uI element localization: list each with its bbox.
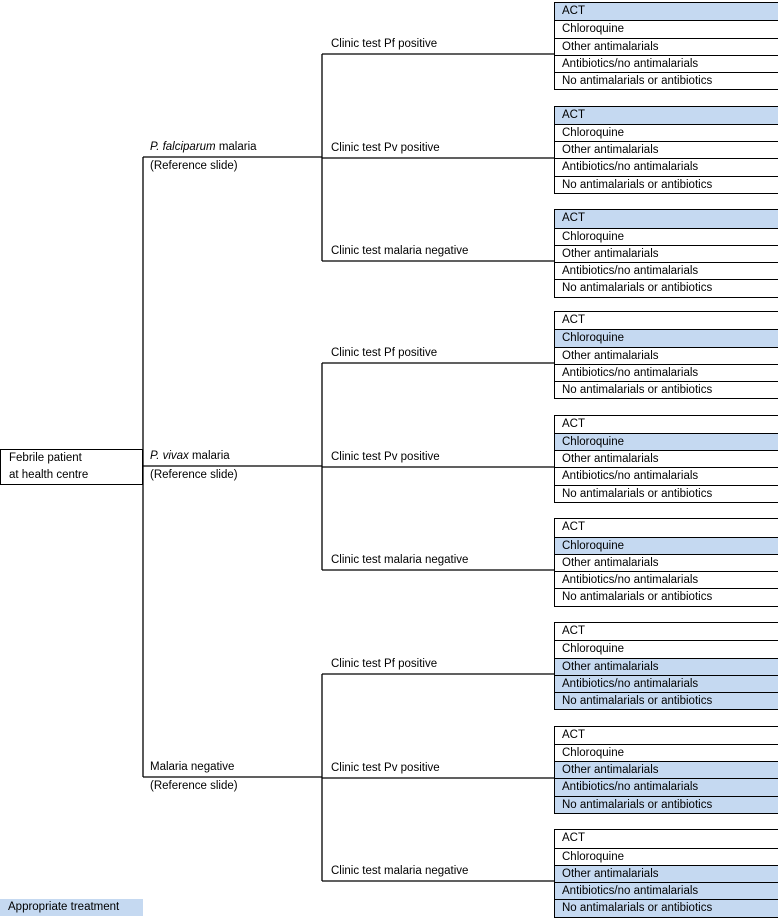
diagnosis-label-1-text: malaria: [188, 450, 230, 462]
clinic-test-label-1-1-text: Clinic test Pv positive: [331, 451, 440, 463]
treatment-cell: Other antimalarials: [555, 657, 778, 675]
diagnosis-label-2-text: Malaria negative: [150, 761, 235, 773]
treatment-cell: No antimalarials or antibiotics: [555, 795, 778, 813]
treatment-cell: Antibiotics/no antimalarials: [555, 778, 778, 796]
treatment-cell: Chloroquine: [555, 123, 778, 141]
diagnosis-label-0: P. falciparum malaria: [150, 139, 257, 156]
treatment-cell: Chloroquine: [555, 536, 778, 554]
treatment-cell: ACT: [562, 314, 585, 326]
treatment-cell: No antimalarials or antibiotics: [555, 692, 778, 710]
diagnosis-label-2: Malaria negative: [150, 759, 234, 776]
clinic-test-label-1-0: Clinic test Pf positive: [331, 345, 437, 362]
treatment-cell: Other antimalarials: [555, 450, 778, 467]
clinic-test-label-0-2: Clinic test malaria negative: [331, 243, 468, 260]
treatment-cell: No antimalarials or antibiotics: [555, 588, 778, 605]
clinic-test-label-2-1-text: Clinic test Pv positive: [331, 762, 440, 774]
clinic-test-label-1-0-text: Clinic test Pf positive: [331, 347, 438, 359]
reference-note-2-text: (Reference slide): [150, 780, 238, 792]
treatment-cell: Other antimalarials: [555, 761, 778, 779]
treatment-cell: Antibiotics/no antimalarials: [555, 571, 778, 588]
clinic-test-label-2-0-text: Clinic test Pf positive: [331, 658, 438, 670]
treatment-cell: Antibiotics/no antimalarials: [555, 363, 778, 381]
reference-note-1-text: (Reference slide): [150, 469, 238, 481]
treatment-cell: Antibiotics/no antimalarials: [555, 882, 778, 900]
treatment-cell: Chloroquine: [555, 20, 778, 37]
treatment-cell: No antimalarials or antibiotics: [555, 72, 778, 89]
clinic-test-label-0-1: Clinic test Pv positive: [331, 140, 440, 157]
treatment-cell: ACT: [562, 521, 585, 534]
treatment-cell: No antimalarials or antibiotics: [555, 381, 778, 398]
treatment-cell: Antibiotics/no antimalarials: [555, 158, 778, 175]
clinic-test-label-2-1: Clinic test Pv positive: [331, 760, 440, 777]
treatment-cell: Other antimalarials: [555, 141, 778, 158]
legend-appropriate-treatment: Appropriate treatment: [0, 899, 143, 916]
clinic-test-label-0-1-text: Clinic test Pv positive: [331, 142, 440, 154]
root-label-line1: Febrile patient: [9, 452, 82, 464]
treatment-cell: No antimalarials or antibiotics: [555, 175, 778, 193]
reference-note-0: (Reference slide): [150, 158, 238, 175]
root-label-line2: at health centre: [9, 469, 89, 481]
clinic-test-label-1-2: Clinic test malaria negative: [331, 552, 468, 569]
treatment-cell: Chloroquine: [555, 847, 778, 865]
treatment-cell: Other antimalarials: [555, 346, 778, 364]
clinic-test-label-0-2-text: Clinic test malaria negative: [331, 245, 469, 257]
root-node-febrile-patient: Febrile patient at health centre: [0, 449, 143, 485]
clinic-test-label-2-2-text: Clinic test malaria negative: [331, 865, 469, 877]
treatment-cell: ACT: [555, 3, 778, 21]
reference-note-1: (Reference slide): [150, 467, 238, 484]
treatment-cell: No antimalarials or antibiotics: [555, 899, 778, 917]
treatment-cell: Other antimalarials: [555, 244, 778, 262]
treatment-cell: ACT: [555, 210, 778, 228]
treatment-cell: Chloroquine: [555, 743, 778, 761]
treatment-cell: Antibiotics/no antimalarials: [555, 674, 778, 692]
diagnosis-label-0-italic: P. falciparum: [150, 141, 216, 153]
treatment-cell: ACT: [562, 728, 585, 741]
treatment-cell: ACT: [562, 625, 585, 637]
reference-note-0-text: (Reference slide): [150, 160, 238, 172]
treatment-cell: ACT: [562, 417, 585, 430]
treatment-cell: Other antimalarials: [555, 553, 778, 571]
clinic-test-label-0-0-text: Clinic test Pf positive: [331, 38, 438, 50]
diagnosis-label-1-italic: P. vivax: [150, 450, 189, 462]
treatment-cell: No antimalarials or antibiotics: [555, 279, 778, 296]
diagnosis-label-1: P. vivax malaria: [150, 448, 230, 465]
treatment-cell: Other antimalarials: [555, 864, 778, 883]
treatment-cell: ACT: [555, 106, 778, 124]
treatment-cell: Chloroquine: [555, 329, 778, 347]
clinic-test-label-2-2: Clinic test malaria negative: [331, 863, 468, 880]
clinic-test-label-1-2-text: Clinic test malaria negative: [331, 554, 469, 566]
clinic-test-label-0-0: Clinic test Pf positive: [331, 36, 437, 53]
treatment-cell: Antibiotics/no antimalarials: [555, 467, 778, 484]
diagnosis-label-0-text: malaria: [215, 141, 257, 153]
clinic-test-label-2-0: Clinic test Pf positive: [331, 656, 437, 673]
clinic-test-label-1-1: Clinic test Pv positive: [331, 449, 440, 466]
treatment-cell: Other antimalarials: [555, 37, 778, 55]
treatment-cell: Chloroquine: [555, 640, 778, 657]
reference-note-2: (Reference slide): [150, 778, 238, 795]
treatment-cell: ACT: [562, 832, 585, 845]
treatment-cell: Chloroquine: [555, 227, 778, 245]
treatment-cell: Chloroquine: [555, 432, 778, 451]
treatment-cell: Antibiotics/no antimalarials: [555, 262, 778, 279]
treatment-cell: Antibiotics/no antimalarials: [555, 54, 778, 72]
treatment-cell: No antimalarials or antibiotics: [555, 484, 778, 502]
